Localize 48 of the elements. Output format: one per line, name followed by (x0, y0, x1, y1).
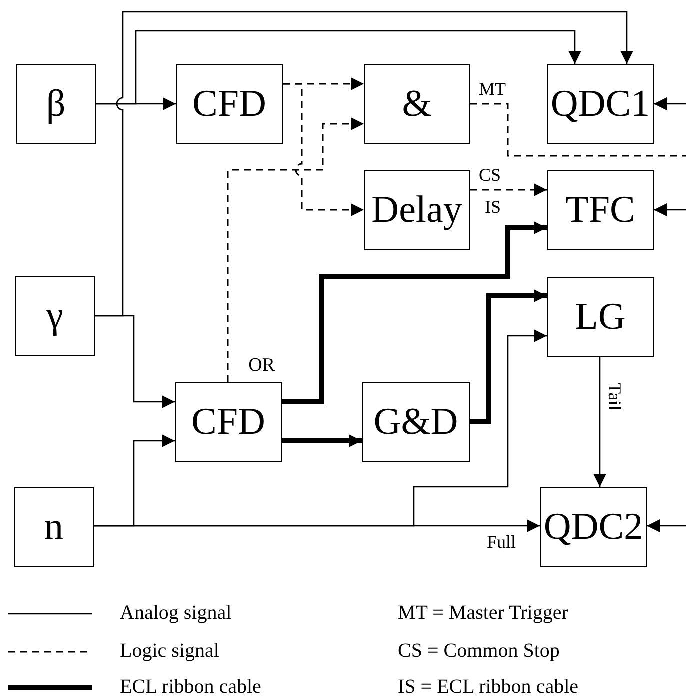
module-box (547, 64, 654, 144)
module-label: γ (46, 297, 64, 335)
module-label: CFD (192, 85, 266, 123)
edge-label: Tail (606, 382, 624, 412)
module-label: G&D (374, 403, 458, 441)
cable-arrow (282, 434, 362, 448)
module-label: & (402, 85, 432, 123)
legend-text: Logic signal (120, 641, 220, 661)
edge-label: Full (486, 533, 518, 551)
module-label: QDC2 (544, 508, 644, 546)
module-box (364, 64, 470, 144)
module-box (16, 64, 96, 144)
legend-text: Analog signal (120, 603, 232, 623)
module-label: CFD (192, 403, 266, 441)
signal-arrow (94, 330, 547, 527)
edge-label: MT (478, 80, 507, 98)
abbreviation-note: MT = Master Trigger (398, 603, 568, 623)
abbreviation-note: CS = Common Stop (398, 641, 560, 661)
signal-arrow (470, 184, 547, 196)
cable-arrow (282, 222, 547, 404)
signal-arrow (96, 30, 582, 105)
legend-text: ECL ribbon cable (120, 677, 262, 697)
module-box (14, 487, 94, 567)
output-label: OR (248, 356, 275, 375)
signal-arrow (95, 315, 175, 408)
module-box (547, 170, 654, 250)
module-label: n (44, 508, 64, 546)
module-label: Delay (372, 191, 462, 229)
module-label: LG (575, 298, 626, 336)
module-box (176, 64, 283, 144)
signal-arrow (283, 83, 364, 216)
signal-arrow (654, 204, 686, 216)
signal-arrow (647, 520, 686, 532)
signal-arrow (654, 98, 686, 110)
module-box (362, 382, 470, 462)
edge-label: CS (478, 166, 502, 184)
cable-arrow (470, 290, 547, 424)
module-box (15, 276, 95, 356)
module-box (547, 277, 654, 357)
module-label: TFC (566, 191, 636, 229)
module-label: β (46, 85, 66, 123)
module-box (540, 487, 647, 567)
signal-arrow (227, 118, 364, 382)
signal-arrow (594, 357, 606, 487)
abbreviation-note: IS = ECL ribbon cable (398, 677, 578, 697)
module-label: QDC1 (550, 85, 650, 123)
edge-label: IS (484, 198, 502, 216)
module-box (364, 170, 470, 250)
